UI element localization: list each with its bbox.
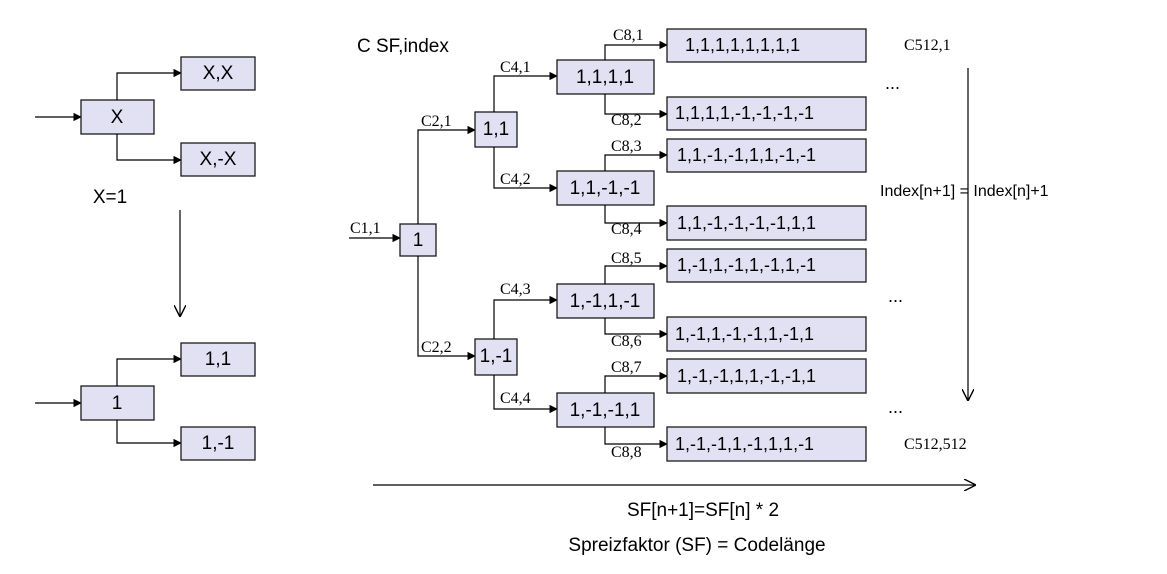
code-node-c2-1 bbox=[474, 111, 518, 148]
branch-c2-1 bbox=[417, 125, 476, 224]
code-node-c8-3 bbox=[666, 138, 867, 173]
code-node-c4-1 bbox=[556, 59, 655, 95]
node-one-minus-one bbox=[180, 426, 256, 461]
code-c8-6: 1,-1,1,-1,-1,1,-1,1 bbox=[675, 324, 814, 344]
label-c8-5: C8,5 bbox=[611, 250, 642, 267]
branch-c8-8 bbox=[604, 427, 668, 449]
branch-c8-1 bbox=[604, 40, 668, 60]
code-node-c8-5 bbox=[666, 248, 867, 283]
branch-c8-7 bbox=[604, 371, 668, 393]
code-c2-2: 1,-1 bbox=[480, 346, 513, 367]
lower-branch bbox=[116, 134, 182, 165]
label-c4-3: C4,3 bbox=[500, 281, 531, 298]
branch-c8-4 bbox=[604, 205, 668, 228]
ellipsis-middle: ... bbox=[888, 286, 903, 306]
code-c4-3: 1,-1,1,-1 bbox=[570, 291, 641, 312]
sf-rule: SF[n+1]=SF[n] * 2 bbox=[627, 500, 779, 521]
label-c8-1: C8,1 bbox=[613, 27, 644, 44]
upper-branch bbox=[116, 354, 182, 386]
label-c8-4: C8,4 bbox=[611, 221, 642, 238]
generic-rule-example: X X,X X,-X bbox=[35, 56, 256, 177]
branch-c8-2 bbox=[604, 94, 668, 119]
code-node-c8-8 bbox=[666, 426, 867, 462]
code-node-c8-1 bbox=[666, 28, 867, 63]
code-c4-2: 1,1,-1,-1 bbox=[570, 178, 641, 199]
tree-title: C SF,index bbox=[357, 36, 449, 57]
label-c2-1: C2,1 bbox=[421, 113, 452, 130]
label-c4-4: C4,4 bbox=[500, 390, 531, 407]
node-one-label: 1 bbox=[112, 393, 123, 414]
x-assignment: X=1 bbox=[93, 187, 127, 208]
label-c512-512: C512,512 bbox=[904, 436, 967, 453]
node-x-minus-x-label: X,-X bbox=[200, 149, 237, 170]
code-node-c8-2 bbox=[666, 96, 867, 131]
code-c8-1: 1,1,1,1,1,1,1,1 bbox=[685, 35, 800, 55]
node-xx bbox=[180, 56, 256, 91]
code-node-c8-7 bbox=[666, 358, 867, 394]
node-x-label: X bbox=[111, 107, 124, 128]
code-node-c8-6 bbox=[666, 316, 867, 352]
branch-c8-3 bbox=[604, 150, 668, 171]
code-node-c1-1 bbox=[399, 223, 437, 257]
node-one-one-label: 1,1 bbox=[205, 349, 231, 370]
label-c4-1: C4,1 bbox=[500, 59, 531, 76]
code-node-c2-2 bbox=[474, 338, 518, 376]
code-c4-4: 1,-1,-1,1 bbox=[570, 400, 641, 421]
label-c8-8: C8,8 bbox=[611, 444, 642, 461]
lower-branch bbox=[116, 420, 182, 448]
node-one-minus-one-label: 1,-1 bbox=[202, 433, 235, 454]
index-rule: Index[n+1] = Index[n]+1 bbox=[880, 183, 1049, 200]
label-c8-6: C8,6 bbox=[611, 333, 642, 350]
node-xx-label: X,X bbox=[203, 63, 234, 84]
branch-c2-2 bbox=[417, 256, 476, 361]
branch-c4-4 bbox=[493, 375, 558, 414]
label-c8-2: C8,2 bbox=[611, 112, 642, 129]
label-c512-1: C512,1 bbox=[904, 37, 951, 54]
label-c1-1: C1,1 bbox=[350, 220, 381, 237]
concrete-rule-example: 1 1,1 1,-1 bbox=[35, 342, 256, 461]
code-c2-1: 1,1 bbox=[483, 119, 509, 140]
code-c8-2: 1,1,1,1,-1,-1,-1,-1 bbox=[675, 103, 814, 123]
node-one-one bbox=[180, 342, 256, 377]
code-node-c8-4 bbox=[666, 205, 867, 241]
code-c8-7: 1,-1,-1,1,1,-1,-1,1 bbox=[677, 366, 816, 386]
branch-c8-5 bbox=[604, 261, 668, 284]
code-c8-4: 1,1,-1,-1,-1,-1,1,1 bbox=[677, 213, 816, 233]
ellipsis-top: ... bbox=[885, 73, 900, 93]
code-c8-8: 1,-1,-1,1,-1,1,1,-1 bbox=[675, 434, 814, 454]
sf-definition: Spreizfaktor (SF) = Codelänge bbox=[568, 535, 825, 556]
code-c8-5: 1,-1,1,-1,1,-1,1,-1 bbox=[677, 255, 816, 275]
code-node-c4-4 bbox=[556, 392, 655, 428]
branch-c4-3 bbox=[493, 295, 558, 339]
label-c8-7: C8,7 bbox=[611, 359, 642, 376]
code-c4-1: 1,1,1,1 bbox=[576, 67, 634, 88]
upper-branch bbox=[116, 68, 182, 100]
branch-c4-1 bbox=[493, 71, 558, 112]
code-c1-1: 1 bbox=[413, 230, 424, 251]
label-c8-3: C8,3 bbox=[611, 138, 642, 155]
node-x-minus-x bbox=[180, 142, 256, 177]
label-c4-2: C4,2 bbox=[500, 171, 531, 188]
branch-c8-6 bbox=[604, 318, 668, 339]
branch-c4-2 bbox=[493, 147, 558, 193]
ellipsis-bottom: ... bbox=[888, 397, 903, 417]
code-c8-3: 1,1,-1,-1,1,1,-1,-1 bbox=[677, 145, 816, 165]
label-c2-2: C2,2 bbox=[421, 339, 452, 356]
